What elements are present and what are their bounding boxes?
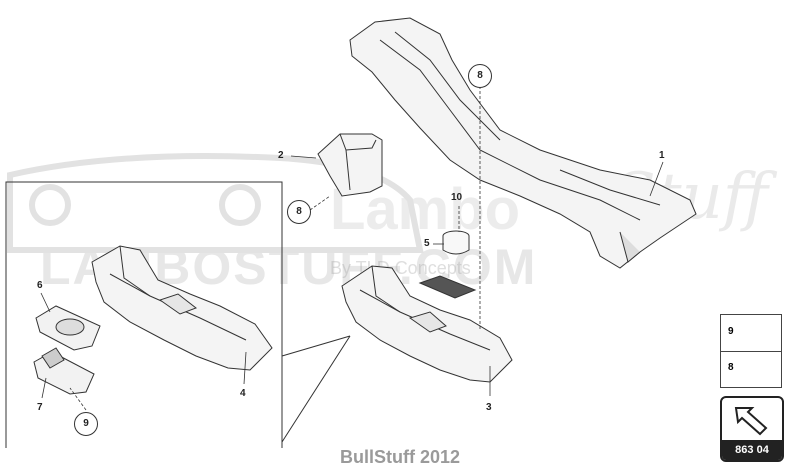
leader-lines (40, 86, 664, 411)
callout-1: 1 (659, 150, 665, 161)
legend-num-9: 9 (728, 326, 734, 337)
part-6-tray (35, 305, 101, 351)
part-2-bracket (317, 133, 383, 197)
legend-row-9: 9 (721, 315, 781, 352)
callout-2: 2 (278, 150, 284, 161)
fastener-legend: 9 8 (720, 314, 782, 388)
callout-3: 3 (486, 402, 492, 413)
callout-8-upper: 8 (468, 64, 492, 88)
page-code: 863 04 (722, 440, 782, 460)
callout-4: 4 (240, 388, 246, 399)
callout-5: 5 (424, 238, 430, 249)
callout-6: 6 (37, 280, 43, 291)
legend-row-8: 8 (721, 351, 781, 387)
part-3-console (341, 265, 513, 383)
legend-num-8: 8 (728, 362, 734, 373)
part-1-tunnel (349, 17, 697, 269)
callout-7: 7 (37, 402, 43, 413)
callout-8-left: 8 (287, 200, 311, 224)
car-silhouette-watermark (7, 153, 424, 253)
callout-9: 9 (74, 412, 98, 436)
part-4-console (91, 245, 273, 371)
inset-frame (5, 181, 351, 448)
callout-10: 10 (451, 192, 463, 203)
part-7-switch-panel (33, 347, 95, 395)
page-reference-badge[interactable]: 863 04 (720, 396, 784, 462)
part-5-cap (442, 230, 470, 255)
arrow-icon (734, 407, 768, 436)
footer-credit: BullStuff 2012 (339, 447, 461, 467)
rubber-mat (418, 275, 477, 299)
